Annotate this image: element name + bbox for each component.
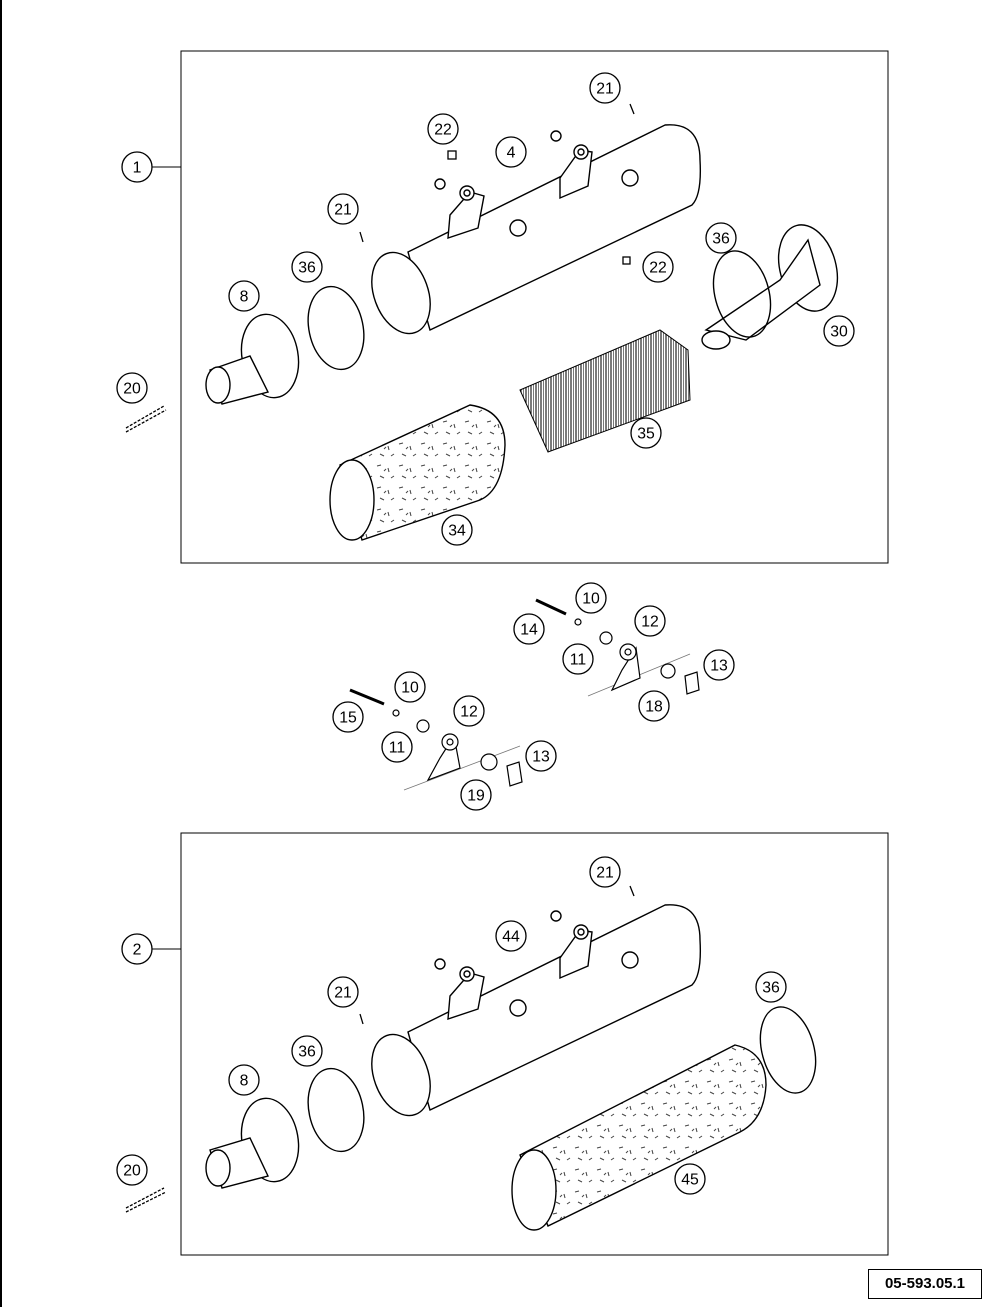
callout-a1-4-circle [291,251,323,283]
callout-k2-4-label: 13 [532,749,550,766]
callout-a1-11-circle [441,514,473,546]
callout-a1-2-label: 4 [507,145,516,162]
callout-a1-3-label: 21 [334,202,352,219]
callout-a1-1-label: 22 [434,122,452,139]
callout-k2-2-label: 12 [460,704,478,721]
callout-a2-3-circle [291,1035,323,1067]
gasket-ring-2 [307,1006,817,1153]
end-cap-inlet [205,313,300,405]
callout-k2-1-circle [332,701,364,733]
callout-k2-3-circle [381,731,413,763]
callout-k1-2-circle [634,605,666,637]
callout-a2-7-label: 45 [681,1172,699,1189]
callout-a2-5-circle [228,1064,260,1096]
callout-a1-7-circle [705,222,737,254]
callout-k2-2-circle [453,695,485,727]
gasket-ring [307,285,365,371]
callout-a1-0-circle [589,72,621,104]
callout-k1-3-label: 11 [570,652,587,669]
assembly-number-2-label: 2 [133,942,142,959]
spring-2 [125,1187,167,1213]
reference-code: 05-593.05.1 [868,1269,982,1299]
callout-k1-4-circle [703,649,735,681]
callout-a1-1-circle [427,113,459,145]
end-cap-outlet [701,224,839,350]
callout-a1-11-label: 34 [448,523,466,540]
callout-k2-5-label: 19 [467,788,485,805]
callout-a2-1-label: 44 [502,929,520,946]
callout-k1-3-circle [562,643,594,675]
callout-k1-2-label: 12 [641,614,659,631]
packing-wool [519,329,691,453]
callout-a2-0-label: 21 [596,865,614,882]
callout-a2-6-circle [116,1154,148,1186]
callout-a1-2-circle [495,136,527,168]
callout-a2-2-circle [327,976,359,1008]
callout-a2-3-label: 36 [298,1044,316,1061]
callout-k2-1-label: 15 [339,710,357,727]
callout-a1-10-circle [630,417,662,449]
callout-a1-9-circle [116,372,148,404]
insulation-tube-2 [511,1044,767,1231]
callout-a2-2-label: 21 [334,985,352,1002]
callout-k1-1-label: 14 [520,622,538,639]
mounting-kit-upper [535,598,700,697]
callout-a2-6-label: 20 [123,1163,141,1180]
bolts-small-2 [359,885,635,1025]
callout-k1-0-label: 10 [582,591,600,608]
callout-a2-7-circle [674,1163,706,1195]
callout-a2-4-label: 36 [762,980,780,997]
callout-a2-5-label: 8 [240,1073,249,1090]
callout-a1-6-circle [228,280,260,312]
assembly-number-2-circle [121,933,153,965]
callout-a2-0-circle [589,856,621,888]
callout-a1-8-circle [823,315,855,347]
callout-a1-9-label: 20 [123,381,141,398]
insulation-tube [329,404,506,541]
callout-k1-4-label: 13 [710,658,728,675]
callout-a1-6-label: 8 [240,289,249,306]
callout-a1-8-label: 30 [830,324,848,341]
callout-a2-1-circle [495,920,527,952]
muffler-body-2 [371,904,702,1117]
callout-k1-5-circle [638,690,670,722]
callout-k2-0-label: 10 [401,680,419,697]
callout-k2-4-circle [525,740,557,772]
callout-a1-3-circle [327,193,359,225]
assembly-number-1-label: 1 [133,160,142,177]
end-cap-inlet-2 [205,1097,300,1189]
callout-k1-5-label: 18 [645,699,663,716]
assembly-2-frame [180,832,889,1256]
spring [125,405,167,433]
callout-a1-4-label: 36 [298,260,316,277]
callout-a1-0-label: 21 [596,81,614,98]
mounting-kit-lower [349,688,523,791]
callout-k1-0-circle [575,582,607,614]
callout-k1-1-circle [513,613,545,645]
callout-a1-7-label: 36 [712,231,730,248]
callout-k2-5-circle [460,779,492,811]
bolts-small [359,103,635,265]
callout-k2-0-circle [394,671,426,703]
callout-a1-5-circle [642,251,674,283]
callout-k2-3-label: 11 [389,740,406,757]
muffler-body [371,124,702,335]
assembly-number-1-circle [121,151,153,183]
callout-a1-10-label: 35 [637,426,655,443]
callout-a2-4-circle [755,971,787,1003]
assembly-1-frame [180,50,889,564]
callout-a1-5-label: 22 [649,260,667,277]
